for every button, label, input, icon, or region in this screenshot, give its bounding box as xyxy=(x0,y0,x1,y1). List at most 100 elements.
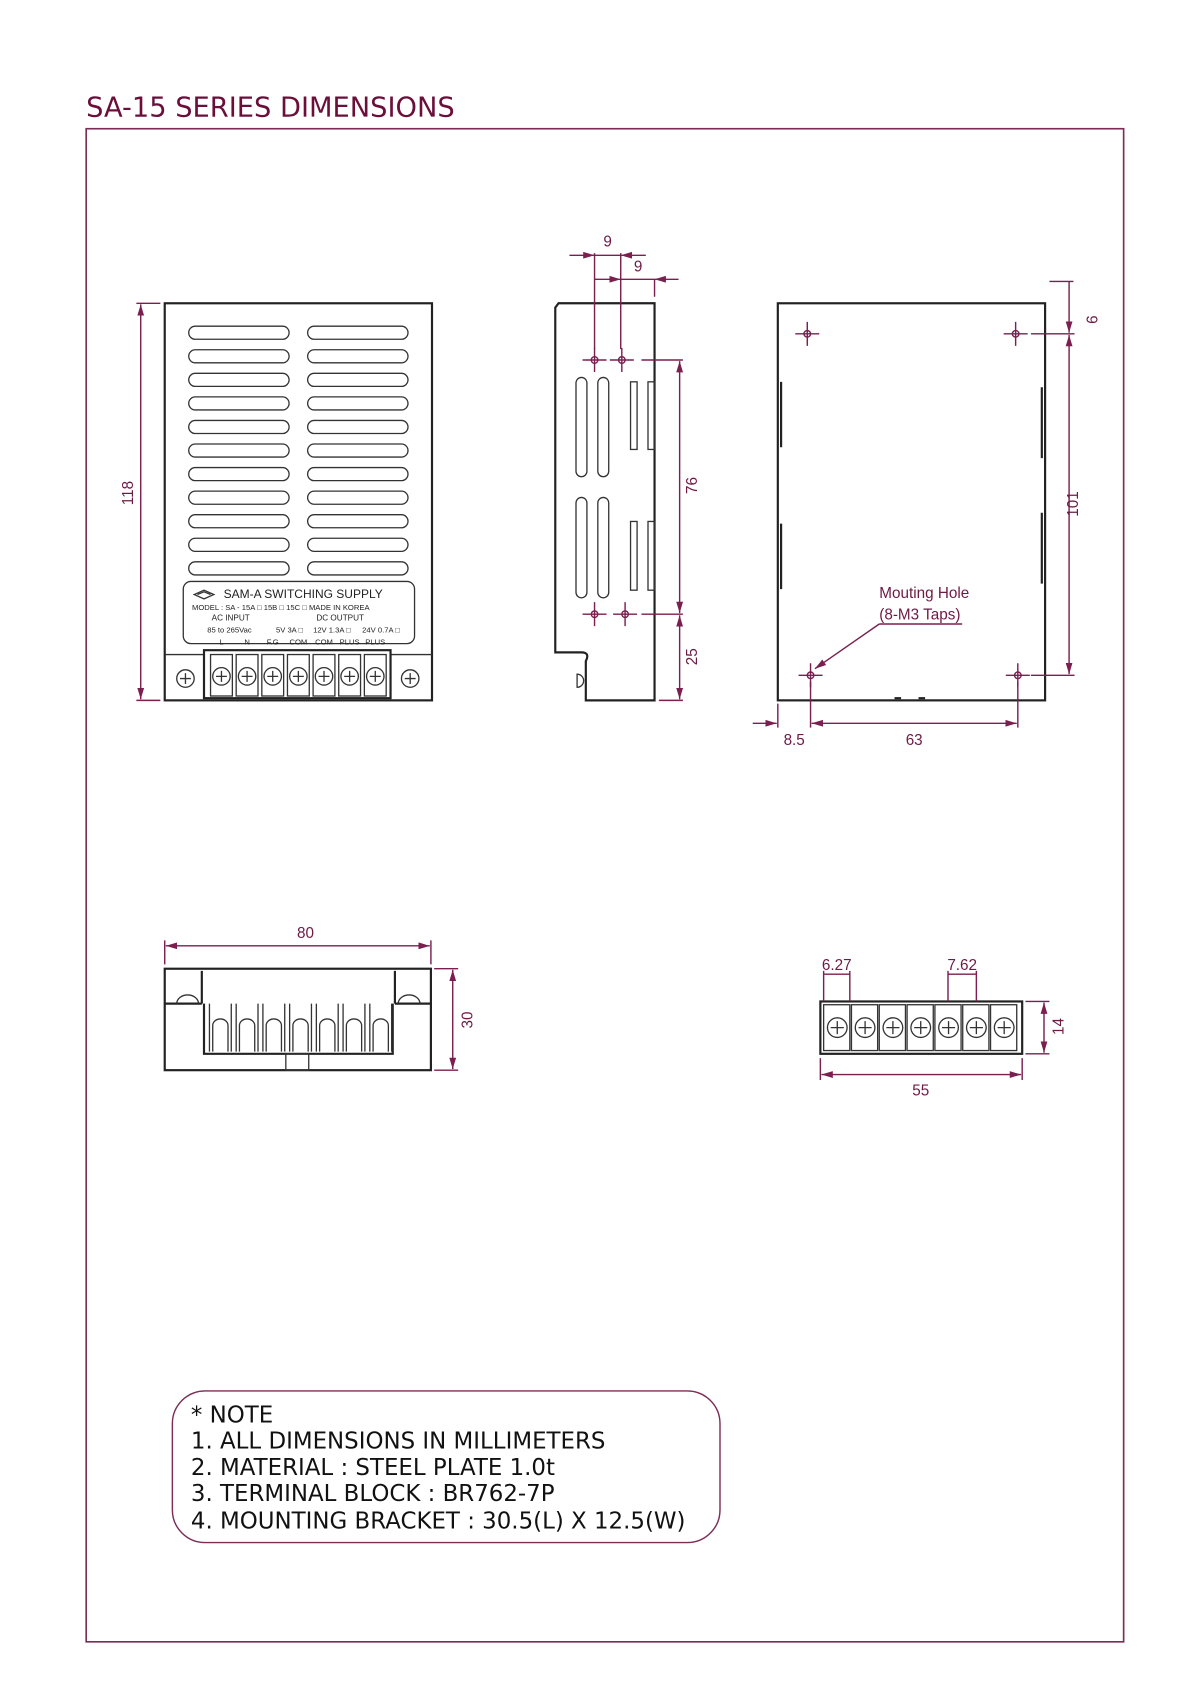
terminal-label: PLUS xyxy=(365,638,385,647)
terminal-block-outline xyxy=(819,1000,1024,1055)
label-5v: 5V 3A □ xyxy=(276,626,303,635)
terminal-label: COM xyxy=(289,638,307,647)
side-view: 9 9 76 25 xyxy=(554,234,701,702)
mount-screw-icon xyxy=(400,669,420,688)
dim-30: 30 xyxy=(459,1012,476,1029)
screw-head xyxy=(576,673,585,688)
terminal-profile xyxy=(262,1003,286,1052)
terminal-screw-icon xyxy=(209,653,234,697)
terminal-screw-icon xyxy=(286,653,310,697)
dim-55: 55 xyxy=(912,1082,929,1099)
dim-63: 63 xyxy=(906,732,923,749)
terminal-profiles xyxy=(208,1003,393,1052)
vent-slot xyxy=(188,396,290,411)
vent-slot xyxy=(306,325,409,340)
dim-80: 80 xyxy=(297,925,314,942)
terminal-screw-icon xyxy=(989,1004,1018,1052)
dim-height-118: 118 xyxy=(120,481,137,505)
note-line: 1. ALL DIMENSIONS IN MILLIMETERS xyxy=(191,1429,606,1455)
vent-slot xyxy=(188,419,290,435)
dim-6-27: 6.27 xyxy=(822,957,852,974)
vent-slot xyxy=(188,537,290,552)
vent-slot xyxy=(188,325,290,340)
terminal-block-view: 6.27 7.62 14 55 xyxy=(819,957,1068,1099)
terminal-profile xyxy=(208,1003,232,1052)
bottom-view: 80 30 xyxy=(163,925,476,1072)
label-24v: 24V 0.7A □ xyxy=(362,626,400,635)
terminal-profile xyxy=(342,1003,366,1052)
vent-slot xyxy=(306,561,409,576)
terminal-profile xyxy=(288,1003,313,1052)
mount-hole-marks xyxy=(582,348,638,627)
mount-hole-mark xyxy=(609,348,634,372)
terminal-screw-icon xyxy=(312,653,336,697)
vent-slot xyxy=(306,490,409,505)
label-brand: SAM-A SWITCHING SUPPLY xyxy=(224,587,383,601)
terminal-screws xyxy=(209,653,387,697)
dim-76: 76 xyxy=(684,477,701,494)
mount-hole-mark xyxy=(795,321,820,346)
dim-14: 14 xyxy=(1051,1018,1068,1035)
dim-7-62: 7.62 xyxy=(947,957,977,974)
drawing-frame xyxy=(85,127,1125,1643)
note-line: 4. MOUNTING BRACKET : 30.5(L) X 12.5(W) xyxy=(191,1508,686,1534)
mount-screw-icon xyxy=(176,669,195,688)
terminal-screws xyxy=(822,1004,1018,1052)
terminal-screw-icon xyxy=(338,653,362,697)
vent-slot xyxy=(306,443,409,458)
dim-back-9: 9 xyxy=(1083,315,1100,324)
hole-label: Mouting Hole xyxy=(879,585,969,602)
terminal-screw-icon xyxy=(878,1004,907,1052)
back-outline xyxy=(776,302,1047,702)
front-view: SAM-A SWITCHING SUPPLY MODEL : SA - 15A … xyxy=(120,302,434,702)
leader-line xyxy=(814,623,880,670)
mount-hole-mark xyxy=(582,348,607,372)
terminal-screw-icon xyxy=(235,653,259,697)
terminal-label: PLUS xyxy=(340,638,360,647)
label-dc-output: DC OUTPUT xyxy=(316,614,364,623)
vent-slot xyxy=(306,349,409,364)
vent-slot xyxy=(188,561,290,576)
vent-slot xyxy=(188,443,290,458)
vent-slot xyxy=(306,514,409,529)
terminal-screw-icon xyxy=(363,653,387,697)
vent-slot xyxy=(306,396,409,411)
vent-slot xyxy=(188,349,290,364)
dim-101: 101 xyxy=(1065,491,1082,516)
terminal-block xyxy=(202,649,392,700)
vent-slot xyxy=(188,466,290,482)
terminal-label: COM xyxy=(315,638,333,647)
mount-hole-mark xyxy=(582,602,607,627)
mount-hole-mark xyxy=(613,602,638,627)
dim-side-9b: 9 xyxy=(634,259,643,276)
vent-slot xyxy=(306,372,409,388)
terminal-label: L xyxy=(219,638,223,647)
logo-icon xyxy=(192,589,216,600)
terminal-screw-icon xyxy=(822,1004,851,1052)
note-heading: * NOTE xyxy=(191,1403,273,1429)
terminal-profile xyxy=(369,1003,393,1052)
terminal-screw-icon xyxy=(962,1004,990,1052)
mount-hole-marks xyxy=(795,321,1030,688)
terminal-profile xyxy=(235,1003,259,1052)
vent-slot xyxy=(188,490,290,505)
terminal-screw-icon xyxy=(261,653,285,697)
product-label xyxy=(182,580,416,645)
dim-25: 25 xyxy=(684,648,701,665)
vent-slot xyxy=(188,372,290,388)
vent-slot xyxy=(306,419,409,435)
side-outline xyxy=(554,302,656,702)
label-ac-input: AC INPUT xyxy=(212,614,250,623)
label-ac-range: 85 to 265Vac xyxy=(207,626,252,635)
dim-8-5: 8.5 xyxy=(784,732,805,749)
back-view: 9 101 8.5 63 Mouting Hole (8-M3 Taps) xyxy=(752,280,1100,749)
vent-slot xyxy=(306,537,409,552)
mount-hole-mark xyxy=(1003,321,1028,346)
note-line: 3. TERMINAL BLOCK : BR762-7P xyxy=(191,1481,555,1507)
page-title: SA-15 SERIES DIMENSIONS xyxy=(86,93,454,124)
label-model: MODEL : SA - 15A □ 15B □ 15C □ MADE IN K… xyxy=(192,603,370,612)
terminal-profile xyxy=(315,1003,339,1052)
hole-label-taps: (8-M3 Taps) xyxy=(879,607,960,624)
